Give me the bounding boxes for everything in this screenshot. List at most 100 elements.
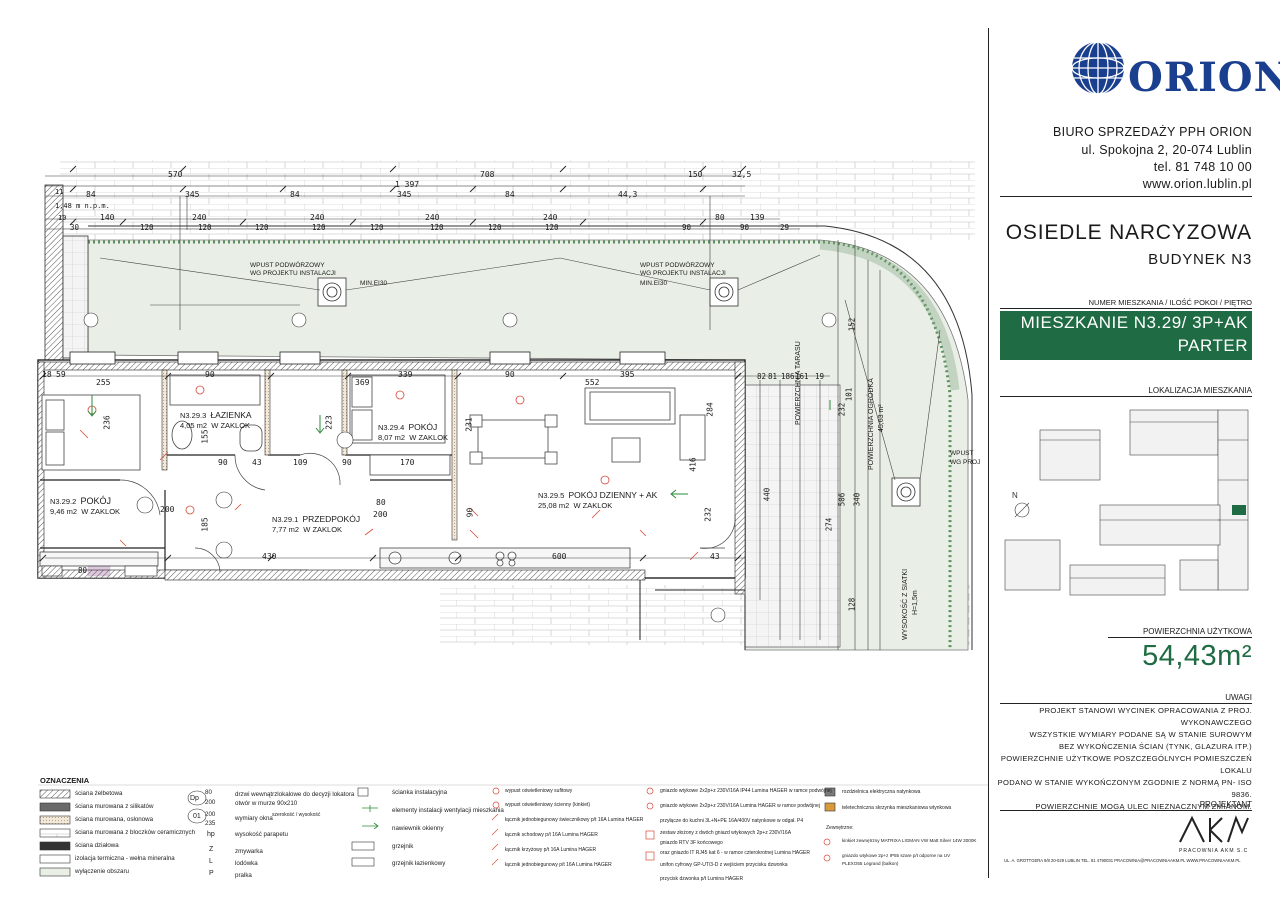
legend-item: teletechniczna skrzynka mieszkaniowa wty… bbox=[842, 805, 952, 811]
room-area: 25,08 m2 bbox=[538, 501, 570, 510]
legend-item: gniazdo wtykowe 2x2p+z 230V/16A IP44 Lum… bbox=[660, 788, 832, 794]
legend-item: grzejnik bbox=[392, 843, 414, 850]
room-label: N3.29.4 POKÓJ 8,07 m2 W ZAKLOK bbox=[378, 422, 448, 443]
orion-globe-icon bbox=[1071, 41, 1125, 95]
legend-item: ścianka instalacyjna bbox=[392, 789, 448, 796]
dim-label: 570 bbox=[168, 170, 183, 179]
dim-label: 440 bbox=[762, 487, 772, 502]
drain-label: WG PROJ bbox=[950, 459, 981, 466]
dim-label: 128 bbox=[847, 597, 857, 612]
legend-item: ściana żelbetowa bbox=[75, 790, 123, 797]
legend-item: ściana murowana z silikatów bbox=[75, 803, 154, 810]
legend-item: pralka bbox=[235, 872, 252, 879]
garden-label: POWIERZCHNIA OGRÓDKA bbox=[868, 378, 875, 470]
legend-symbol: 01 bbox=[193, 813, 201, 820]
note-line: WSZYSTKIE WYMIARY PODANE SĄ W STANIE SUR… bbox=[1029, 730, 1252, 739]
dim-label: 29 bbox=[780, 223, 790, 232]
dim-label: 84 bbox=[290, 190, 300, 199]
dim-label: 1 397 bbox=[395, 180, 420, 189]
dim-label: 120 bbox=[488, 223, 502, 232]
dim-label: 552 bbox=[585, 378, 600, 387]
legend-item: oraz gniazdo IT RJ45 kat 6 - w ramce czt… bbox=[660, 850, 810, 856]
dim-label: 90 bbox=[682, 223, 692, 232]
designer-label: PROJEKTANT bbox=[1199, 800, 1252, 809]
apartment-number: MIESZKANIE N3.29/ 3P+AK bbox=[1020, 313, 1248, 332]
dim-label: 59 bbox=[56, 370, 66, 379]
legend-item: łącznik jednobiegunowy p/t 16A Lumina HA… bbox=[505, 862, 612, 868]
room-label: N3.29.3 ŁAZIENKA 4,05 m2 W ZAKLOK bbox=[180, 410, 252, 431]
legend-symbol: Z bbox=[209, 846, 214, 853]
legend-item: otwór w murze 90x210 bbox=[235, 800, 298, 807]
room-finish: W ZAKLOK bbox=[81, 507, 121, 516]
dim-label: 152 bbox=[847, 317, 857, 332]
legend-item: wysokość parapetu bbox=[235, 831, 288, 838]
legend-item: szerokość / wysokość bbox=[272, 812, 321, 818]
dim-label: 395 bbox=[620, 370, 635, 379]
dim-label: 44,3 bbox=[618, 190, 638, 199]
dim-label: 232 bbox=[837, 402, 847, 417]
legend-item: wypust oświetleniowy sufitowy bbox=[505, 788, 573, 794]
legend-item: zestaw złożony z dwóch gniazd wtykowych … bbox=[660, 830, 792, 836]
room-name: PRZEDPOKÓJ bbox=[302, 514, 361, 524]
area-label: POWIERZCHNIA UŻYTKOWA bbox=[1142, 627, 1252, 636]
drain-label: MIN.EI30 bbox=[640, 280, 668, 287]
room-id: N3.29.4 bbox=[378, 423, 405, 432]
legend-code: 200 bbox=[205, 811, 216, 818]
dim-label: 120 bbox=[140, 223, 154, 232]
room-name: POKÓJ bbox=[80, 496, 111, 506]
sales-website[interactable]: www.orion.lublin.pl bbox=[1142, 177, 1252, 191]
divider bbox=[1000, 308, 1252, 309]
floor-level: 1,48 m n.p.m. bbox=[55, 202, 110, 210]
dim-label: 369 bbox=[355, 378, 370, 387]
room-id: N3.29.2 bbox=[50, 497, 77, 506]
dim-label: 90 bbox=[342, 458, 352, 467]
dim-label: 82 bbox=[757, 372, 767, 381]
sales-line: BIURO SPRZEDAŻY PPH ORION bbox=[1053, 125, 1252, 139]
legend-item: unifon cyfrowy GP-UT/3-D z wejściem przy… bbox=[660, 862, 788, 868]
legend-item: łącznik jednobiegunowy świecznikowy p/t … bbox=[505, 817, 644, 823]
dim-label: 10 bbox=[58, 214, 67, 222]
location-label: LOKALIZACJA MIESZKANIA bbox=[1148, 386, 1252, 395]
terrace-label: POWIERZCHNIA TARASU bbox=[795, 341, 802, 425]
legend-item: ściana działowa bbox=[75, 842, 119, 849]
legend-item: łącznik schodowy p/t 16A Lumina HAGER bbox=[505, 832, 598, 838]
apartment-banner: MIESZKANIE N3.29/ 3P+AK PARTER bbox=[1000, 311, 1252, 360]
dim-label: 90 bbox=[740, 223, 750, 232]
room-id: N3.29.3 bbox=[180, 411, 207, 420]
dim-label: 236 bbox=[102, 415, 112, 430]
apartment-floor: PARTER bbox=[1177, 336, 1248, 355]
drain-label: WPUST bbox=[950, 450, 974, 457]
dim-label: 506 bbox=[837, 492, 847, 507]
dim-label: 84 bbox=[86, 190, 96, 199]
legend-item: wypust oświetleniowy ścienny (kinkiet) bbox=[505, 802, 591, 808]
dim-label: 30 bbox=[70, 223, 80, 232]
drain-label: WG PROJEKTU INSTALACJI bbox=[640, 270, 726, 277]
dim-label: 120 bbox=[370, 223, 384, 232]
dim-label: 43 bbox=[252, 458, 262, 467]
legend-item: PLEXO55 Legrand (balkon) bbox=[842, 861, 899, 866]
dim-label: 340 bbox=[852, 492, 862, 507]
room-area: 9,46 m2 bbox=[50, 507, 78, 516]
dim-label: 32,5 bbox=[732, 170, 752, 179]
legend-code: 200 bbox=[205, 799, 216, 806]
dim-label: 140 bbox=[100, 213, 115, 222]
dim-label: 186 bbox=[781, 372, 795, 381]
dim-label: 200 bbox=[160, 505, 175, 514]
legend-item: drzwi wewnątrzlokalowe do decyzji lokato… bbox=[235, 791, 355, 798]
legend-item: wyłączenie obszaru bbox=[75, 868, 129, 875]
room-finish: W ZAKLOK bbox=[573, 501, 613, 510]
dim-label: 161 bbox=[795, 372, 809, 381]
legend-item: wymiary okna bbox=[235, 815, 273, 822]
legend-item: zmywarka bbox=[235, 848, 263, 855]
dim-label: 101 bbox=[844, 387, 854, 402]
drain-label: MIN.EI30 bbox=[360, 280, 388, 287]
room-name: ŁAZIENKA bbox=[210, 410, 252, 420]
legend-item: przycisk dzwonka p/t Lumina HAGER bbox=[660, 876, 744, 882]
legend-item: gniazdo wtykowe 2p+z IP55 szare p/t odpo… bbox=[842, 853, 951, 858]
dim-label: 155 bbox=[200, 429, 210, 444]
divider bbox=[1000, 396, 1252, 397]
dim-label: 81 bbox=[768, 372, 778, 381]
room-id: N3.29.1 bbox=[272, 515, 299, 524]
drain-label: WG PROJEKTU INSTALACJI bbox=[250, 270, 336, 277]
